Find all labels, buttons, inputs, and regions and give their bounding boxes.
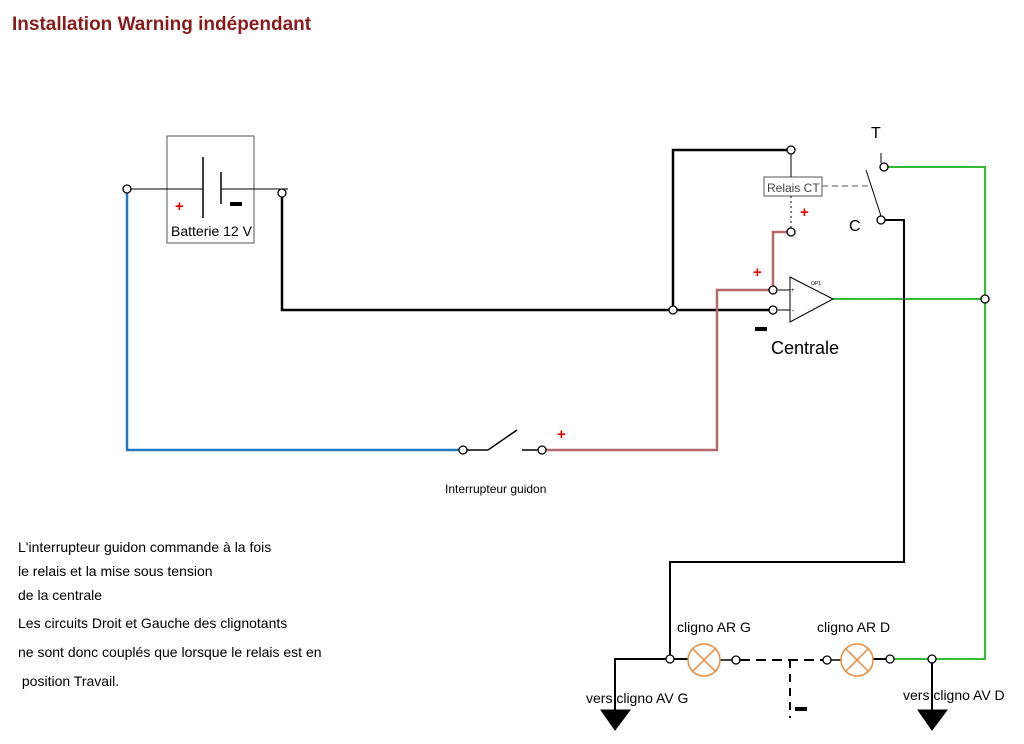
lamp-rear-right xyxy=(840,643,874,677)
note-line: L'interrupteur guidon commande à la fois xyxy=(18,539,272,555)
front-left-label: vers cligno AV G xyxy=(586,690,688,706)
lamp-rear-right-label: cligno AR D xyxy=(817,619,890,635)
terminal-battery-minus xyxy=(277,188,287,198)
arrow-front-right xyxy=(917,709,948,731)
terminal-switch-left xyxy=(458,445,468,455)
terminal-switch-right xyxy=(537,445,547,455)
relay-label: Relais CT xyxy=(767,181,820,195)
op-amp-minus-mark: - xyxy=(792,308,795,315)
wire-brown-relay-central xyxy=(771,230,791,290)
central-op-amp xyxy=(789,276,835,323)
note-line: Les circuits Droit et Gauche des clignot… xyxy=(18,615,288,631)
note-line: de la centrale xyxy=(18,587,103,603)
plus-sign-battery: + xyxy=(175,198,184,215)
terminal-central-plus xyxy=(768,285,778,295)
plus-sign-central: + xyxy=(753,264,762,281)
minus-sign-central xyxy=(755,327,767,331)
switch-blade xyxy=(487,429,518,451)
central-label: Centrale xyxy=(771,338,839,358)
relay-t-label: T xyxy=(871,125,881,142)
op-amp-plus-mark: + xyxy=(791,288,795,294)
switch-label: Interrupteur guidon xyxy=(445,482,546,496)
minus-sign-ground xyxy=(795,707,807,711)
wire-black-c-left-lamp xyxy=(669,219,905,659)
terminal-relay-top xyxy=(786,145,796,155)
terminal-central-minus xyxy=(768,305,778,315)
note-line: position Travail. xyxy=(18,673,120,689)
relay-contact-blade xyxy=(865,169,882,217)
terminal-junction-right xyxy=(927,654,937,664)
op-amp-label: OP1 xyxy=(811,281,821,287)
front-right-label: vers cligno AV D xyxy=(903,687,1005,703)
terminal-lamp-right-in xyxy=(822,655,832,665)
battery-label: Batterie 12 V xyxy=(171,223,253,239)
wire-front-left xyxy=(614,658,670,712)
terminal-junction-green xyxy=(980,294,990,304)
note-line: le relais et la mise sous tension xyxy=(18,563,213,579)
terminal-battery-plus xyxy=(122,184,132,194)
terminal-relay-c xyxy=(876,215,886,225)
lamp-rear-left xyxy=(687,643,721,677)
wire-black-relay-feed xyxy=(671,148,791,310)
terminal-junction-black xyxy=(668,305,678,315)
diagram-title: Installation Warning indépendant xyxy=(12,14,312,35)
terminal-relay-t xyxy=(879,162,889,172)
terminal-relay-bottom xyxy=(786,227,796,237)
wire-blue-battery-switch xyxy=(125,189,460,452)
lamp-rear-left-label: cligno AR G xyxy=(677,619,751,635)
terminal-lamp-left-in xyxy=(665,654,675,664)
terminal-lamp-left-out xyxy=(731,655,741,665)
note-line: ne sont donc couplés que lorsque le rela… xyxy=(18,644,322,660)
plus-sign-relay: + xyxy=(800,204,809,221)
wire-green-t-right-lamp xyxy=(884,166,986,660)
relay-c-label: C xyxy=(849,218,861,235)
plus-sign-switch: + xyxy=(557,426,566,443)
minus-sign-battery xyxy=(230,202,242,206)
terminal-lamp-right-out xyxy=(885,654,895,664)
arrow-front-left xyxy=(600,709,631,731)
wire-black-battery-central xyxy=(280,193,772,312)
wire-brown-switch-central xyxy=(545,288,772,452)
